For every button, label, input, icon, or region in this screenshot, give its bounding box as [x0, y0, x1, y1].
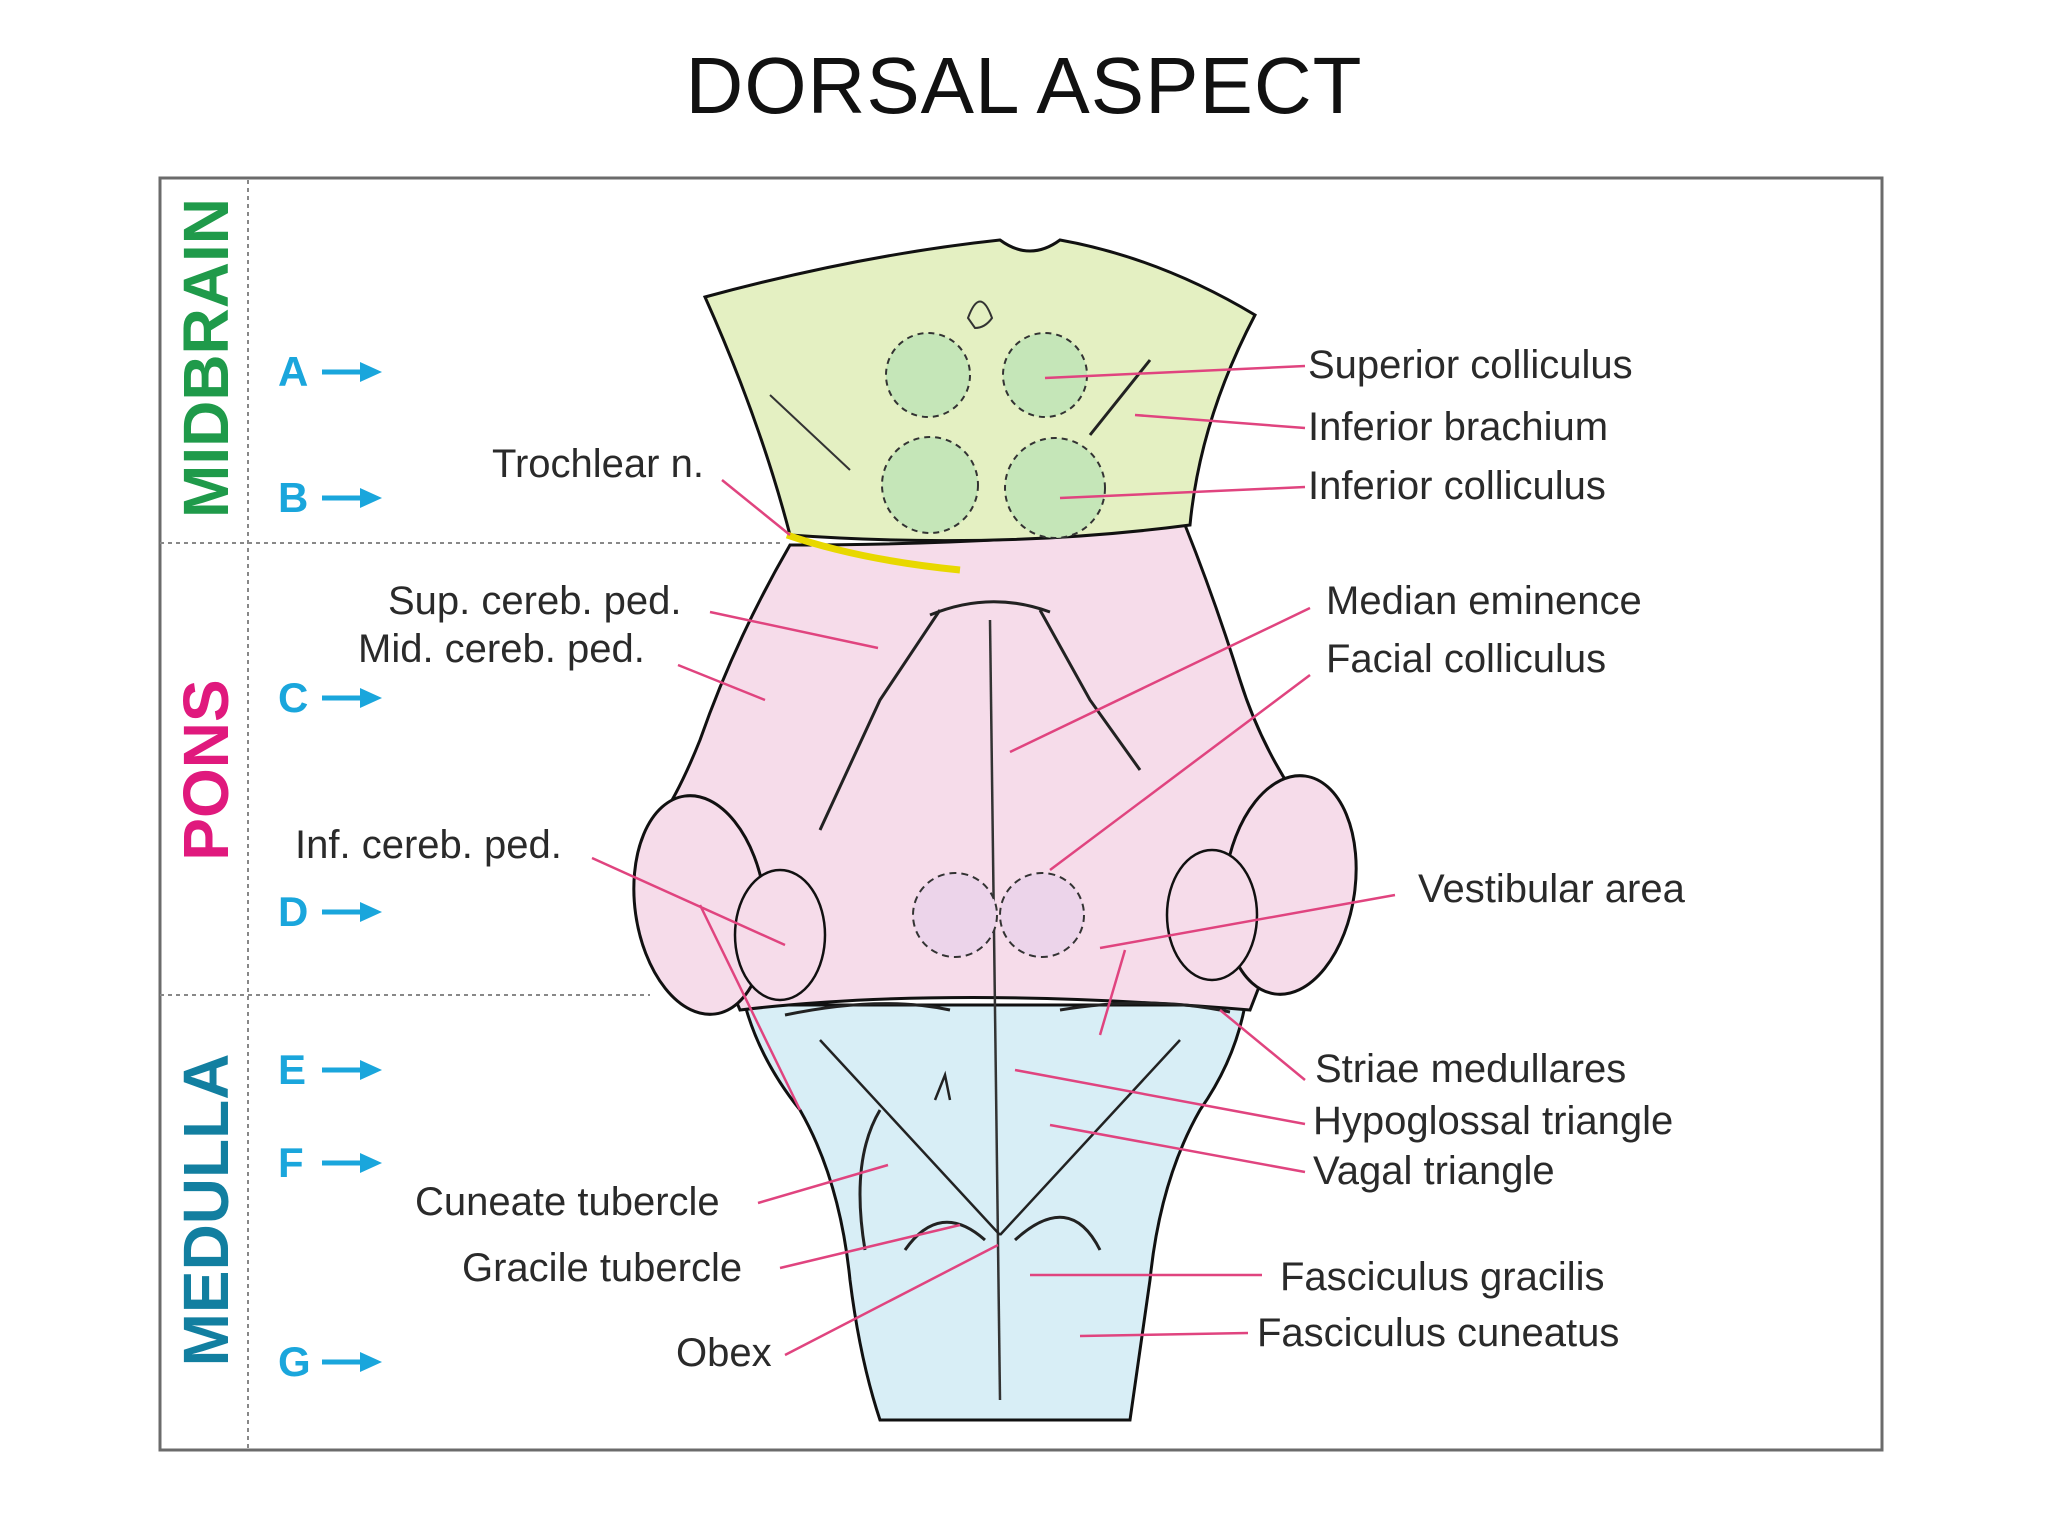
pointer-median-eminence	[1009, 606, 1311, 754]
pointer-sup-cereb-ped	[709, 610, 879, 650]
label-inferior-brachium: Inferior brachium	[1308, 405, 1608, 449]
label-inferior-colliculus: Inferior colliculus	[1308, 464, 1606, 508]
label-obex: Obex	[676, 1331, 772, 1375]
right-superior-colliculus	[1002, 332, 1088, 418]
label-hypoglossal-triangle: Hypoglossal triangle	[1313, 1099, 1673, 1143]
level-letter-g: G	[278, 1338, 311, 1385]
label-fasciculus-cuneatus: Fasciculus cuneatus	[1257, 1311, 1619, 1355]
level-letter-d: D	[278, 888, 308, 935]
label-superior-colliculus: Superior colliculus	[1308, 343, 1633, 387]
pointer-inferior-colliculus	[1059, 485, 1306, 500]
pointer-striae-medullares	[1219, 1009, 1306, 1081]
label-inf-cereb-ped: Inf. cereb. ped.	[295, 823, 562, 867]
arrow-icon	[360, 488, 382, 508]
gracile-tubercle-outline-left	[903, 1220, 986, 1251]
pointer-hypoglossal-triangle	[1014, 1068, 1306, 1126]
pointer-gracile-tubercle	[779, 1223, 961, 1270]
left-inferior-colliculus	[881, 436, 979, 534]
right-inferior-colliculus	[1004, 437, 1106, 539]
level-letter-c: C	[278, 674, 308, 721]
pointer-fasciculus-cuneatus	[1079, 1331, 1249, 1338]
pointer-inf-cereb-ped-2	[698, 904, 802, 1111]
arrow-icon	[360, 362, 382, 382]
label-mid-cereb-ped: Mid. cereb. ped.	[358, 627, 645, 671]
pointer-obex	[784, 1243, 999, 1357]
arrow-icon	[360, 688, 382, 708]
pointer-inf-cereb-ped-1	[591, 856, 786, 947]
label-vagal-triangle: Vagal triangle	[1313, 1149, 1555, 1193]
pointer-lines	[591, 364, 1396, 1357]
level-markers: A B C D EF G	[278, 348, 382, 1385]
striae-medullares-left	[784, 1002, 951, 1017]
label-striae-medullares: Striae medullares	[1315, 1047, 1626, 1091]
level-letter-e: E	[278, 1046, 306, 1093]
pointer-mid-cereb-ped	[677, 663, 766, 702]
left-lobe-inner	[733, 868, 827, 1002]
left-superior-colliculus	[885, 332, 971, 418]
pointer-cuneate-tubercle	[757, 1163, 889, 1205]
trochlear-nerve	[785, 531, 961, 574]
pointer-vestibular-area	[1099, 893, 1396, 950]
median-sulcus	[988, 619, 1002, 1401]
gracile-tubercle-outline-right	[1013, 1215, 1102, 1251]
label-median-eminence: Median eminence	[1326, 579, 1642, 623]
arrow-icon	[360, 902, 382, 922]
vagal-triangle-left	[819, 1039, 1001, 1236]
label-vestibular-area: Vestibular area	[1418, 867, 1686, 911]
superior-cerebellar-peduncle-left	[818, 609, 942, 831]
pointer-trochlear-n	[721, 479, 791, 536]
cuneate-tubercle-outline	[858, 1109, 882, 1251]
hypoglossal-triangle-mark	[933, 1070, 952, 1101]
page-title: DORSAL ASPECT	[685, 41, 1363, 130]
medulla-shape	[743, 1003, 1247, 1422]
label-sup-cereb-ped: Sup. cereb. ped.	[388, 579, 682, 623]
label-facial-colliculus: Facial colliculus	[1326, 637, 1606, 681]
midbrain-contour-left	[769, 394, 851, 471]
pineal-outline	[966, 300, 994, 330]
pointer-superior-colliculus	[1044, 364, 1306, 380]
label-trochlear-n: Trochlear n.	[492, 442, 704, 486]
region-label-pons: PONS	[170, 679, 242, 860]
level-letter-f: F	[278, 1139, 304, 1186]
region-label-medulla: MEDULLA	[170, 1054, 242, 1367]
striae-medullares-right	[1059, 1001, 1231, 1014]
label-gracile-tubercle: Gracile tubercle	[462, 1246, 742, 1290]
level-letter-a: A	[278, 348, 308, 395]
level-letter-b: B	[278, 474, 308, 521]
arrow-icon	[360, 1060, 382, 1080]
pointer-vagal-triangle	[1049, 1123, 1306, 1174]
left-facial-colliculus	[912, 872, 998, 958]
region-label-midbrain: MIDBRAIN	[170, 198, 242, 518]
label-fasciculus-gracilis: Fasciculus gracilis	[1280, 1255, 1605, 1299]
fourth-ventricle-apex	[929, 600, 1051, 617]
pointer-facial-colliculus	[1049, 674, 1311, 871]
diagram-frame	[158, 176, 1884, 1452]
vagal-triangle-right	[999, 1039, 1181, 1236]
pointer-vestibular-area-2	[1098, 949, 1127, 1036]
superior-cerebellar-peduncle-right	[1038, 609, 1142, 771]
arrow-icon	[360, 1352, 382, 1372]
arrow-icon	[360, 1153, 382, 1173]
right-facial-colliculus	[999, 872, 1085, 958]
right-lobe-inner	[1165, 848, 1259, 982]
midbrain-shape	[702, 238, 1257, 543]
pointer-inferior-brachium	[1134, 413, 1306, 430]
label-cuneate-tubercle: Cuneate tubercle	[415, 1180, 720, 1224]
